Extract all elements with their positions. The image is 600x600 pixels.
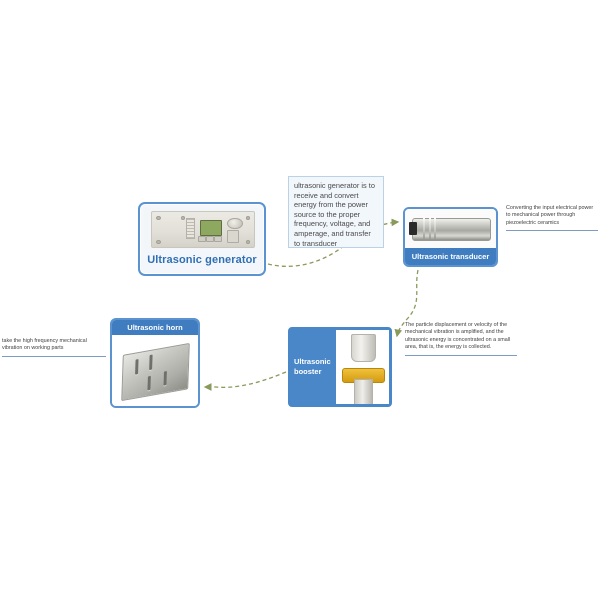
- generator-screw: [180, 215, 186, 220]
- generator-screw: [156, 215, 161, 220]
- generator-level-bars: [185, 217, 195, 240]
- generator-screw: [245, 239, 251, 244]
- connector-transducer-to-booster: [394, 269, 419, 338]
- transducer-connector-cap: [408, 222, 417, 235]
- ultrasonic-transducer-photo: [405, 209, 496, 248]
- node-label-generator: Ultrasonic generator: [147, 254, 257, 266]
- ultrasonic-horn-photo: [112, 335, 198, 406]
- booster-lower-stem: [353, 378, 373, 404]
- node-ultrasonic-generator[interactable]: Ultrasonic generator: [138, 202, 266, 276]
- node-label-horn: Ultrasonic horn: [112, 320, 198, 335]
- node-label-booster: Ultrasonic booster: [289, 357, 336, 377]
- horn-slot: [149, 355, 154, 371]
- annotation-transducer: Converting the input electrical power to…: [506, 205, 598, 232]
- generator-button[interactable]: [206, 236, 215, 242]
- annotation-generator: ultrasonic generator is to receive and c…: [288, 176, 384, 248]
- generator-chassis: [150, 211, 256, 248]
- annotation-booster: The particle displacement or velocity of…: [405, 322, 517, 356]
- node-label-transducer: Ultrasonic transducer: [405, 248, 496, 265]
- ultrasonic-booster-photo: [335, 330, 389, 404]
- horn-slot: [163, 371, 168, 386]
- transducer-ring: [428, 217, 431, 240]
- generator-screw: [245, 215, 251, 220]
- booster-upper-body: [350, 334, 377, 362]
- horn-block: [121, 343, 191, 402]
- generator-knob-icon[interactable]: [227, 217, 243, 229]
- connector-booster-to-horn: [203, 371, 287, 391]
- transducer-ring: [423, 217, 426, 240]
- generator-button[interactable]: [197, 236, 206, 242]
- node-label-booster-line2: booster: [294, 367, 322, 376]
- transducer-ring: [434, 217, 437, 240]
- generator-screw: [156, 239, 161, 244]
- annotation-horn: take the high frequency mechanical vibra…: [2, 338, 106, 357]
- generator-display-screen: [199, 219, 223, 237]
- generator-button[interactable]: [214, 236, 223, 242]
- ultrasonic-generator-photo: [144, 208, 260, 249]
- node-label-booster-line1: Ultrasonic: [294, 357, 331, 366]
- horn-slot: [147, 375, 152, 391]
- generator-keypad[interactable]: [227, 230, 239, 243]
- node-ultrasonic-horn[interactable]: Ultrasonic horn: [110, 318, 200, 408]
- horn-slot: [135, 359, 139, 376]
- node-ultrasonic-booster[interactable]: Ultrasonic booster: [288, 327, 392, 407]
- node-ultrasonic-transducer[interactable]: Ultrasonic transducer: [403, 207, 498, 267]
